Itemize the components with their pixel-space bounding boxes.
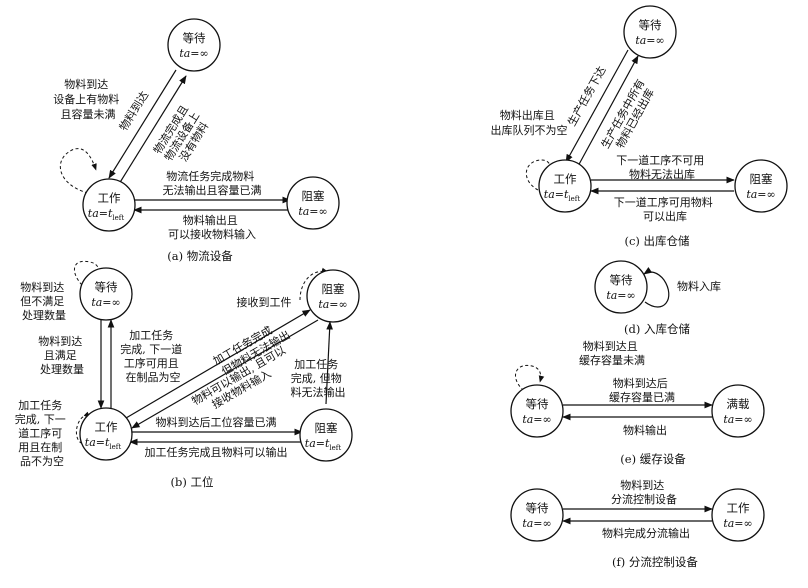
b-work-self-loop-label: 加工任务 完成, 下一 道工序可 用且在制 品不为空 xyxy=(15,399,70,468)
c-state-wait-ta: ta=∞ xyxy=(635,34,664,47)
b-wait-self-loop-label: 物料到达 但不满足 处理数量 xyxy=(20,280,68,322)
f-state-work-label: 工作 xyxy=(727,501,750,515)
c-state-wait-label: 等待 xyxy=(639,18,662,32)
b-state-block-right xyxy=(299,408,353,462)
a-self-loop-arrow xyxy=(60,148,97,194)
c-edge-block-to-work-label: 下一道工序可用物料 可以出库 xyxy=(614,195,717,223)
b-state-work-ta: ta=tleft xyxy=(85,436,122,451)
b-wait-self-loop-arrow xyxy=(74,260,103,286)
b-state-block-right-ta: ta=tleft xyxy=(305,437,342,452)
c-edge-work-to-block-label: 下一道工序不可用 物料无法出库 xyxy=(616,153,708,181)
c-state-wait xyxy=(623,5,677,59)
panel-e-buffer-equipment: 等待 ta=∞ 满载 ta=∞ 物料到达且 缓存容量未满 物料到达后 缓存容量已… xyxy=(510,339,765,466)
c-state-work xyxy=(538,159,592,213)
b-state-work-label: 工作 xyxy=(95,420,118,434)
c-edge-wait-to-work-arrow xyxy=(565,49,629,163)
panel-c-outbound-storage: 等待 ta=∞ 工作 ta=tleft 阻塞 ta=∞ 物料出库且 出库队列不为… xyxy=(491,5,788,248)
b-blocktop-self-loop-arrow xyxy=(299,267,329,301)
a-edge-wait-to-work-arrow xyxy=(108,69,177,179)
e-state-wait-label: 等待 xyxy=(526,397,549,411)
c-edge-work-to-wait-label: 生产任务中所有 物料已经出库 xyxy=(598,73,661,156)
b-edge-wait-to-work-label: 物料到达 且满足 处理数量 xyxy=(38,334,86,376)
a-edge-work-to-wait-label: 物流完成且 物流设备上 没有物料 xyxy=(150,99,215,170)
f-state-wait xyxy=(510,488,564,542)
c-state-block-ta: ta=∞ xyxy=(746,188,775,201)
c-state-block xyxy=(734,159,788,213)
b-edge-blockright-to-blocktop-label: 加工任务 完成, 但物 料无法输出 xyxy=(291,358,346,399)
c-state-block-label: 阻塞 xyxy=(750,172,773,186)
panel-b-workstation: 等待 ta=∞ 阻塞 ta=∞ 工作 ta=tleft 阻塞 ta=tleft … xyxy=(15,260,360,489)
e-edge-full-to-wait-label: 物料输出 xyxy=(623,423,667,437)
f-state-wait-label: 等待 xyxy=(526,501,549,515)
panel-d-inbound-storage: 等待 ta=∞ 物料入库 (d) 入库仓储 xyxy=(594,260,721,336)
a-state-block-ta: ta=∞ xyxy=(298,205,327,218)
panel-f-diverter-control: 等待 ta=∞ 工作 ta=∞ 物料到达 分流控制设备 物料完成分流输出 (f)… xyxy=(510,478,765,569)
a-caption: (a) 物流设备 xyxy=(167,249,233,263)
b-state-block-top-label: 阻塞 xyxy=(322,282,345,296)
d-caption: (d) 入库仓储 xyxy=(624,322,690,336)
c-caption: (c) 出库仓储 xyxy=(624,234,690,248)
b-state-block-right-label: 阻塞 xyxy=(315,421,338,435)
f-state-work xyxy=(711,488,765,542)
a-state-work-ta: ta=tleft xyxy=(88,207,125,222)
panel-a-logistics-equipment: 等待 ta=∞ 工作 ta=tleft 阻塞 ta=∞ 物料到达 设备上有物料 … xyxy=(53,18,340,263)
f-caption: (f) 分流控制设备 xyxy=(612,555,698,569)
c-state-work-label: 工作 xyxy=(554,172,577,186)
b-state-block-top xyxy=(306,269,360,323)
e-state-full-label: 满载 xyxy=(727,397,750,411)
d-self-loop-label: 物料入库 xyxy=(677,279,721,293)
a-state-wait-ta: ta=∞ xyxy=(179,47,208,60)
e-self-loop-arrow xyxy=(515,364,545,395)
d-self-loop-arrow xyxy=(643,267,670,308)
b-edge-blocktop-to-work-arrow xyxy=(131,319,319,429)
a-state-wait-label: 等待 xyxy=(183,31,206,45)
b-edge-work-to-wait-label: 加工任务 完成, 下一道 工序可用且 在制品为空 xyxy=(120,329,186,384)
a-edge-work-to-block-label: 物流任务完成物料 无法输出且容量已满 xyxy=(163,169,262,197)
a-self-loop-label: 物料到达 设备上有物料 且容量未满 xyxy=(53,77,123,121)
f-state-work-ta: ta=∞ xyxy=(723,517,752,530)
e-state-full-ta: ta=∞ xyxy=(723,413,752,426)
e-caption: (e) 缓存设备 xyxy=(620,452,686,466)
a-edge-block-to-work-label: 物料输出且 可以接收物料输入 xyxy=(168,213,256,241)
a-state-block-label: 阻塞 xyxy=(302,189,325,203)
b-blocktop-self-loop-label: 接收到工件 xyxy=(237,295,292,309)
d-state-wait-label: 等待 xyxy=(610,273,633,287)
e-state-wait-ta: ta=∞ xyxy=(522,413,551,426)
b-edge-work-to-blocktop-arrow xyxy=(125,309,311,419)
c-self-loop-label: 物料出库且 出库队列不为空 xyxy=(491,108,568,137)
a-state-work-label: 工作 xyxy=(98,191,121,205)
e-state-full xyxy=(711,384,765,438)
c-edge-work-to-wait-arrow xyxy=(576,55,639,169)
f-state-wait-ta: ta=∞ xyxy=(522,517,551,530)
a-state-work xyxy=(82,178,136,232)
f-edge-wait-to-work-label: 物料到达 分流控制设备 xyxy=(611,478,677,506)
b-edge-work-to-blockright-label: 物料到达后工位容量已满 xyxy=(156,415,277,429)
f-edge-work-to-wait-label: 物料完成分流输出 xyxy=(602,526,690,540)
b-state-block-top-ta: ta=∞ xyxy=(318,298,347,311)
b-state-wait-ta: ta=∞ xyxy=(91,296,120,309)
b-state-wait-label: 等待 xyxy=(95,280,118,294)
a-edge-work-to-wait-arrow xyxy=(118,75,187,185)
c-state-work-ta: ta=tleft xyxy=(544,188,581,203)
b-edge-blockright-to-work-label: 加工任务完成且物料可以输出 xyxy=(145,445,288,459)
d-state-wait-ta: ta=∞ xyxy=(606,289,635,302)
b-caption: (b) 工位 xyxy=(171,475,214,489)
e-edge-wait-to-full-label: 物料到达后 缓存容量已满 xyxy=(609,376,675,404)
b-state-wait xyxy=(79,267,133,321)
a-state-block xyxy=(286,176,340,230)
e-state-wait xyxy=(510,384,564,438)
d-state-wait xyxy=(594,260,648,314)
e-self-loop-label: 物料到达且 缓存容量未满 xyxy=(579,339,645,367)
b-state-work xyxy=(79,407,133,461)
a-state-wait xyxy=(167,18,221,72)
b-edge-blockright-to-blocktop-arrow xyxy=(325,321,333,405)
